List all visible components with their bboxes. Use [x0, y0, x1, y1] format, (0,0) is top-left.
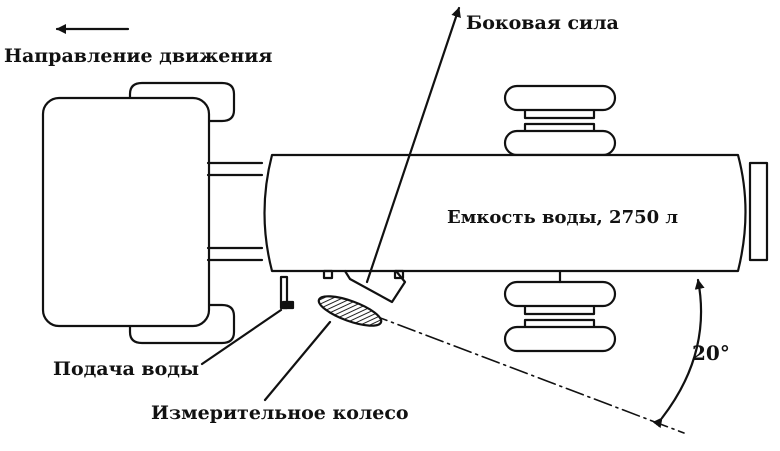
water-supply-label: Подача воды [53, 358, 200, 380]
measuring-wheel-label: Измерительное колесо [151, 402, 409, 424]
tank-label: Емкость воды, 2750 л [447, 207, 679, 228]
mount-bolt-right [393, 269, 405, 280]
water-supply-leader [200, 308, 283, 366]
rear-axle-stub [748, 161, 769, 262]
measuring-wheel [317, 295, 383, 327]
wheel-center-line [369, 313, 685, 434]
measuring-wheel-leader [263, 320, 332, 402]
measuring-wheel-bracket [343, 269, 407, 304]
lower-dual-wheels [503, 269, 617, 353]
direction-label: Направление движения [4, 45, 273, 67]
mount-bolt-left [322, 269, 334, 280]
tractor-rear-wheel-bottom [128, 303, 236, 345]
tractor-body [41, 96, 211, 328]
angle-label: 20° [692, 341, 730, 365]
tractor-rear-wheel-top [128, 81, 236, 123]
side-force-label: Боковая сила [466, 12, 619, 34]
angle-arc [652, 278, 705, 429]
water-supply-nozzle [281, 300, 295, 310]
water-tank [263, 153, 747, 273]
upper-dual-wheels [503, 84, 617, 165]
side-force-arrow [365, 6, 461, 284]
